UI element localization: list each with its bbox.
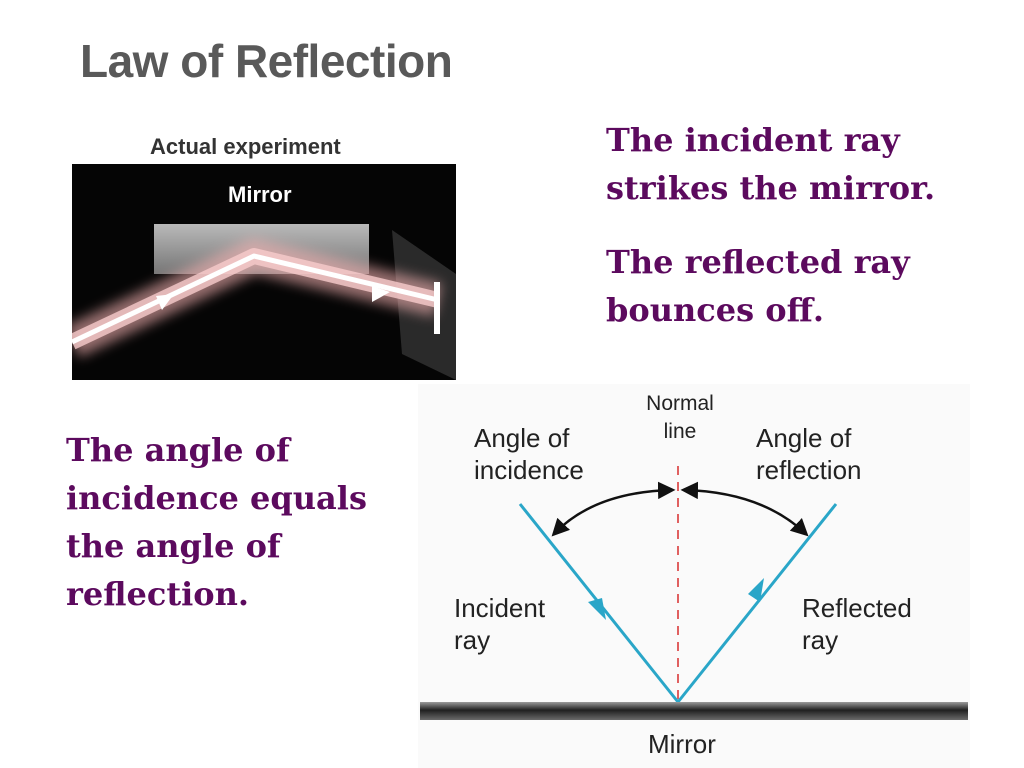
angle-of-incidence-label: Angle of incidence (474, 423, 584, 485)
photo-caption: Actual experiment (150, 134, 341, 159)
reflection-diagram-drawing (420, 466, 968, 720)
incident-arrow-icon (156, 294, 174, 310)
photo-mirror-label: Mirror (228, 182, 292, 207)
beam-glow (72, 239, 442, 358)
mirror-label: Mirror (648, 729, 716, 759)
reflected-ray (676, 503, 838, 703)
mirror-surface (420, 702, 968, 720)
experiment-illustration (72, 224, 456, 380)
normal-line-label: Normal line (646, 392, 714, 443)
incident-ray-arrow-icon (588, 598, 606, 620)
reflected-ray-arrow-icon (748, 578, 764, 602)
incident-ray-label: Incident ray (454, 593, 546, 655)
screen-spot (434, 282, 440, 334)
beam-core (72, 253, 439, 345)
angle-of-reflection-label: Angle of reflection (756, 423, 862, 485)
reflected-ray-label: Reflected ray (802, 593, 912, 655)
incident-ray-description: The incident ray strikes the mirror. (606, 121, 936, 207)
reflection-arc (680, 481, 809, 537)
page-title: Law of Reflection (80, 35, 453, 87)
reflected-ray-description: The reflected ray bounces off. (606, 243, 910, 329)
reflected-arrow-icon (372, 286, 390, 302)
angle-equality-statement: The angle of incidence equals the angle … (66, 431, 367, 613)
reflection-diagram: Normal line Angle of incidence Angle of … (418, 384, 970, 768)
experiment-photo: Mirror (72, 164, 456, 380)
incidence-arc (551, 481, 676, 537)
